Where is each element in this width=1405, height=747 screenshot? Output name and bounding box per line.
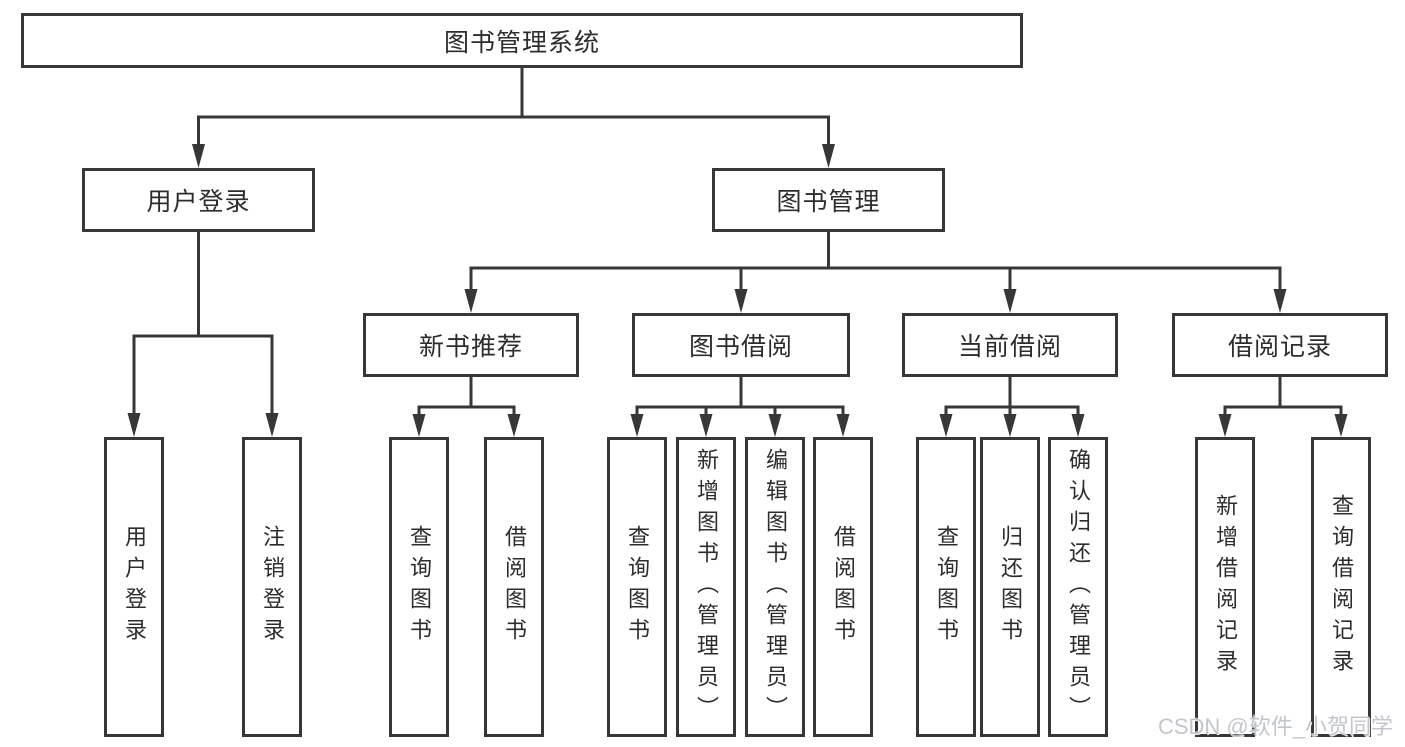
node-label: 当前借阅 (957, 333, 1062, 361)
leaf-borrow-books-recommend: 借阅图书 (484, 437, 544, 737)
leaf-query-books-borrow: 查询图书 (607, 437, 667, 737)
leaf-borrow-books: 借阅图书 (813, 437, 873, 737)
node-label: 新书推荐 (418, 333, 523, 361)
node-label: 借阅图书 (831, 525, 856, 649)
leaf-confirm-return-admin: 确认归还（管理员） (1048, 437, 1108, 737)
node-label: 归还图书 (998, 525, 1023, 649)
node-user-login: 用户登录 (82, 168, 315, 232)
node-new-book-recommend: 新书推荐 (363, 313, 579, 377)
node-label: 确认归还（管理员） (1066, 447, 1091, 727)
connector-book-borrowing (630, 377, 850, 437)
node-label: 图书管理系统 (443, 28, 600, 57)
connector-new-book-recommend (412, 377, 521, 437)
node-label: 查询图书 (625, 525, 650, 649)
connector-borrowing-records (1218, 377, 1348, 437)
node-book-management: 图书管理 (712, 168, 945, 232)
connector-root (192, 68, 835, 168)
leaf-user-login: 用户登录 (104, 437, 164, 737)
node-label: 图书管理 (776, 188, 881, 216)
node-label: 新增借阅记录 (1213, 494, 1238, 680)
node-label: 查询图书 (934, 525, 959, 649)
node-label: 注销登录 (260, 525, 285, 649)
leaf-add-book-admin: 新增图书（管理员） (676, 437, 736, 737)
node-label: 图书借阅 (688, 333, 793, 361)
connector-user-login (127, 232, 279, 437)
node-label: 用户登录 (122, 525, 147, 649)
connector-book-management (464, 232, 1287, 313)
node-label: 借阅记录 (1227, 333, 1332, 361)
leaf-logout: 注销登录 (242, 437, 302, 737)
node-label: 编辑图书（管理员） (763, 447, 788, 727)
node-label: 借阅图书 (502, 525, 527, 649)
watermark: CSDN @软件_小贺同学 (1157, 714, 1393, 739)
leaf-return-book: 归还图书 (980, 437, 1040, 737)
node-label: 用户登录 (146, 188, 251, 216)
leaf-query-books-recommend: 查询图书 (389, 437, 449, 737)
node-current-borrowing: 当前借阅 (902, 313, 1118, 377)
node-label: 查询图书 (407, 525, 432, 649)
node-label: 查询借阅记录 (1329, 494, 1354, 680)
leaf-query-borrow-record: 查询借阅记录 (1311, 437, 1371, 737)
connector-current-borrowing (939, 377, 1085, 437)
node-label: 新增图书（管理员） (694, 447, 719, 727)
node-library-system: 图书管理系统 (21, 13, 1023, 68)
leaf-edit-book-admin: 编辑图书（管理员） (745, 437, 805, 737)
leaf-add-borrow-record: 新增借阅记录 (1195, 437, 1255, 737)
node-book-borrowing: 图书借阅 (632, 313, 850, 377)
leaf-query-books-current: 查询图书 (916, 437, 976, 737)
node-borrowing-records: 借阅记录 (1172, 313, 1388, 377)
